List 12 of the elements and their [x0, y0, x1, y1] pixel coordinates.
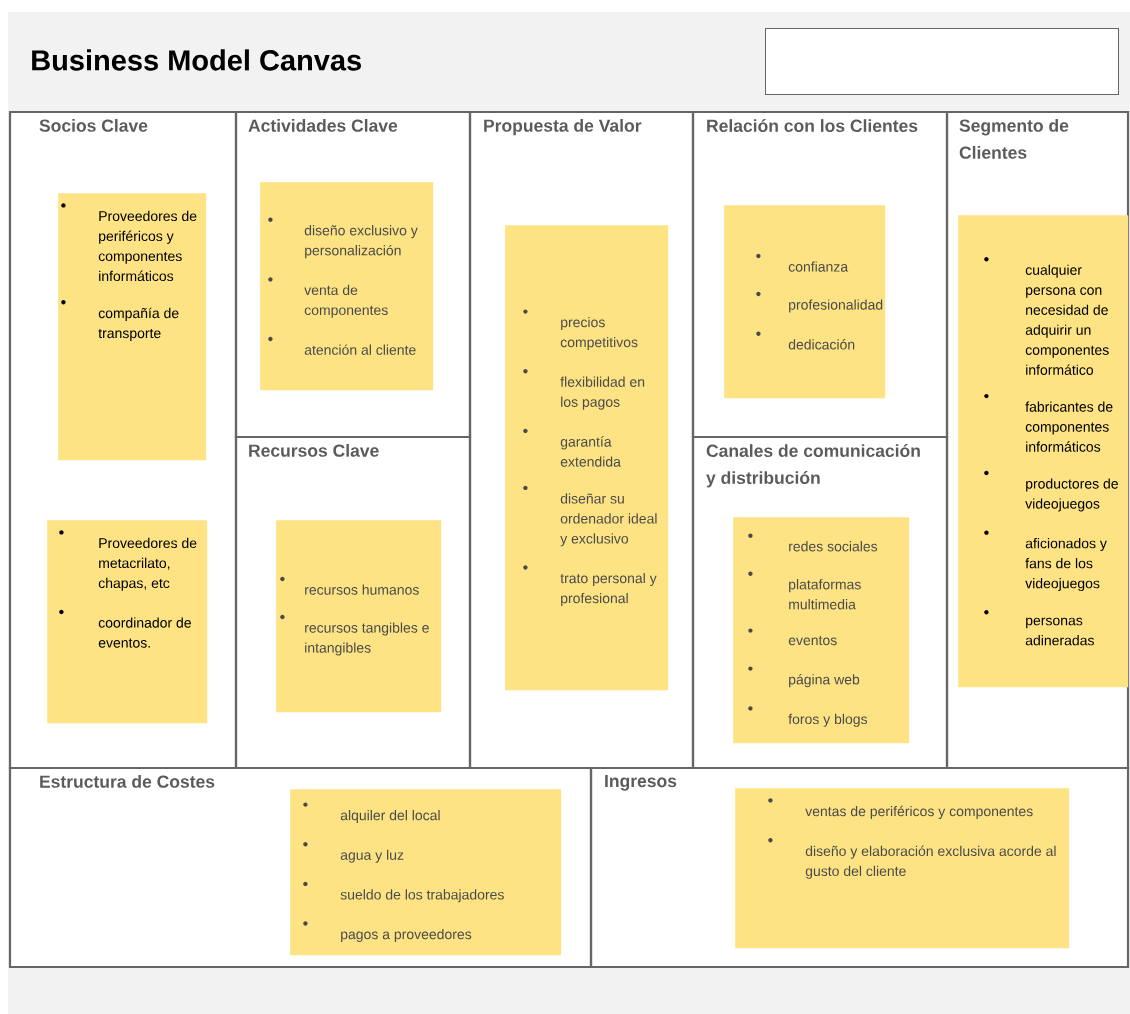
sticky-note: Proveedores de periféricos y componentes informáticos compañía de transporte — [58, 193, 207, 461]
sticky-note: diseño exclusivo y personalización venta de componentes atención al cliente — [260, 182, 434, 391]
sticky-note: redes sociales plataformas multimedia eventos página web foros y blogs — [733, 517, 910, 744]
name-field — [765, 28, 1119, 95]
sticky-note: recursos humanos recursos tangibles e intangibles — [276, 520, 442, 713]
sticky-note: Proveedores de metacrilato, chapas, etc coordinador de eventos. — [47, 520, 208, 724]
title: Business Model Canvas — [32, 49, 361, 71]
sticky-note: ventas de periféricos y componentes diseño y elaboración exclusiva acorde al gusto del cliente — [735, 788, 1070, 949]
sticky-note: precios competitivos flexibilidad en los pagos garantía extendida diseñar su ordenador ideal y exclusivo trato personal y profesional — [505, 225, 669, 691]
sticky-note: alquiler del local agua y luz sueldo de los trabajadores pagos a proveedores — [290, 789, 562, 956]
sticky-note: cualquier persona con necesidad de adquirir un componentes informático fabricantes de componentes informáticos productores de videojuegos aficionados y fans de los videojuegos personas adineradas — [958, 215, 1129, 688]
sticky-note: confianza profesionalidad dedicación — [724, 205, 886, 399]
